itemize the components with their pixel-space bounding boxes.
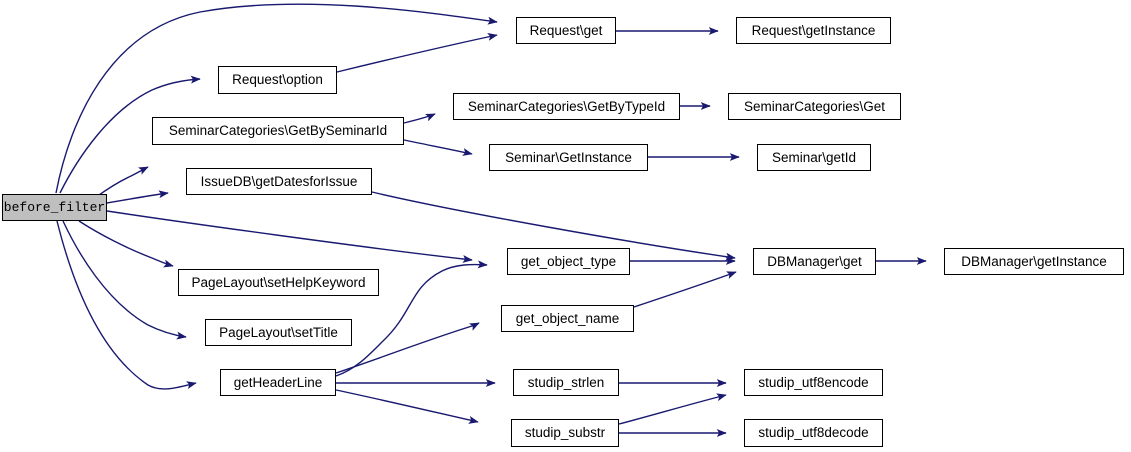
graph-edge-before_filter-to-pagelayout_sethelpkeyword (78, 220, 174, 268)
graph-edge-request_option-to-request_get (336, 33, 498, 73)
graph-node-studip_substr[interactable]: studip_substr (511, 419, 619, 447)
graph-node-pagelayout_settitle[interactable]: PageLayout\setTitle (205, 319, 352, 346)
graph-node-label: studip_utf8decode (758, 425, 869, 441)
graph-node-issuedb_getdatesforissue[interactable]: IssueDB\getDatesforIssue (186, 168, 372, 195)
graph-node-pagelayout_sethelpkeyword[interactable]: PageLayout\setHelpKeyword (178, 269, 379, 296)
graph-node-studip_utf8decode[interactable]: studip_utf8decode (744, 419, 883, 447)
graph-node-label: Request\get (529, 22, 603, 38)
graph-node-label: PageLayout\setHelpKeyword (191, 274, 366, 290)
graph-node-label: SeminarCategories\GetByTypeId (467, 98, 666, 114)
graph-node-getheaderline[interactable]: getHeaderLine (220, 369, 336, 396)
graph-node-label: IssueDB\getDatesforIssue (200, 173, 358, 189)
graph-edge-seminarcategories_getbyseminarid-to-seminar_getinstance (403, 139, 473, 156)
graph-node-get_object_name[interactable]: get_object_name (501, 305, 634, 332)
graph-node-dbmanager_getinstance[interactable]: DBManager\getInstance (944, 248, 1124, 275)
graph-node-before_filter[interactable]: before_filter (2, 194, 107, 221)
graph-node-request_option[interactable]: Request\option (218, 66, 337, 94)
graph-edge-before_filter-to-request_get (55, 3, 498, 194)
graph-node-get_object_type[interactable]: get_object_type (507, 248, 630, 275)
graph-node-label: get_object_type (520, 253, 617, 269)
graph-node-seminar_getinstance[interactable]: Seminar\GetInstance (489, 144, 648, 171)
graph-edge-before_filter-to-pagelayout_settitle (62, 220, 187, 340)
graph-node-label: Seminar\getId (771, 149, 857, 165)
graph-node-studip_strlen[interactable]: studip_strlen (513, 369, 619, 396)
graph-node-label: before_filter (3, 200, 106, 215)
graph-node-label: SeminarCategories\Get (743, 98, 886, 114)
graph-node-seminarcategories_getbyseminarid[interactable]: SeminarCategories\GetBySeminarId (152, 117, 404, 145)
graph-edge-before_filter-to-get_object_type (106, 210, 473, 263)
graph-node-label: Seminar\GetInstance (505, 149, 632, 165)
graph-node-label: DBManager\get (767, 253, 862, 269)
graph-edge-before_filter-to-getheaderline (56, 220, 197, 390)
graph-node-request_getinstance[interactable]: Request\getInstance (736, 17, 891, 44)
graph-node-studip_utf8encode[interactable]: studip_utf8encode (744, 369, 883, 396)
graph-node-request_get[interactable]: Request\get (516, 17, 616, 44)
graph-node-label: SeminarCategories\GetBySeminarId (168, 123, 388, 139)
graph-node-seminarcategories_getbytypeid[interactable]: SeminarCategories\GetByTypeId (453, 93, 680, 120)
graph-node-label: studip_utf8encode (758, 374, 869, 390)
graph-node-label: PageLayout\setTitle (219, 324, 338, 340)
graph-edge-get_object_name-to-dbmanager_get (633, 271, 737, 308)
graph-edge-seminarcategories_getbyseminarid-to-seminarcategories_getbytypeid (403, 113, 436, 124)
graph-edge-before_filter-to-issuedb_getdatesforissue (106, 190, 169, 204)
graph-node-dbmanager_get[interactable]: DBManager\get (753, 248, 876, 275)
graph-node-label: studip_strlen (527, 374, 605, 390)
graph-node-label: get_object_name (515, 310, 620, 326)
graph-edge-studip_substr-to-studip_utf8encode (618, 393, 727, 425)
graph-edge-getheaderline-to-studip_substr (335, 389, 479, 424)
graph-node-seminar_getid[interactable]: Seminar\getId (757, 144, 871, 171)
graph-node-label: DBManager\getInstance (961, 253, 1107, 269)
graph-node-label: Request\getInstance (751, 22, 876, 38)
graph-node-label: Request\option (232, 72, 323, 88)
graph-node-label: studip_substr (524, 425, 606, 441)
graph-node-seminarcategories_get[interactable]: SeminarCategories\Get (728, 93, 901, 120)
graph-edge-getheaderline-to-get_object_name (335, 322, 480, 374)
graph-node-label: getHeaderLine (233, 374, 323, 390)
